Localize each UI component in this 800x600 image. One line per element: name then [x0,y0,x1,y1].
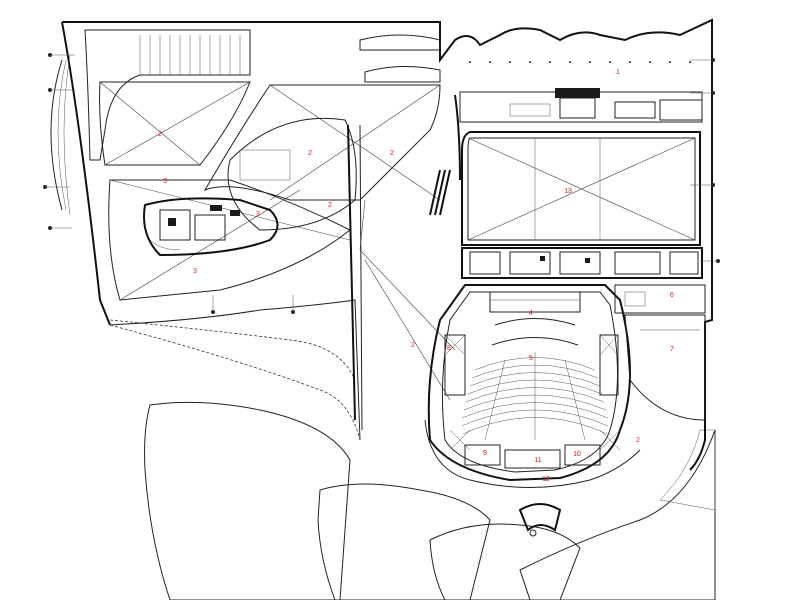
room-label: 2 [158,131,162,138]
right-rooms [614,284,706,421]
upper-foyer [99,81,456,431]
room-label: 10 [573,451,581,458]
room-label: 13 [564,188,572,195]
room-label: 12 [542,476,550,483]
room-label: 7 [670,346,674,353]
room-label: 6 [670,292,674,299]
roof-shells [144,401,716,600]
room-label: 3 [193,268,197,275]
service-strip [461,247,703,279]
room-label: 2 [328,202,332,209]
room-label: 4 [529,310,533,317]
section-markers [43,53,720,314]
right-upper-block [454,61,703,181]
left-core [108,179,351,301]
room-label: 5 [529,355,533,362]
room-label: 2 [308,150,312,157]
room-label: 2 [636,437,640,444]
outer-envelope [50,18,713,471]
auditorium [424,284,641,488]
room-label: 2 [390,150,394,157]
room-label: 8 [447,345,451,352]
room-label: 3 [163,178,167,185]
room-label: 1 [616,69,620,76]
stage-hall [429,131,701,246]
room-labels: 1 2 2 2 2 2 2 3 3 3 4 5 6 7 8 9 10 11 12… [158,69,674,483]
room-label: 2 [411,342,415,349]
room-label: 3 [256,211,260,218]
room-label: 11 [534,457,541,464]
room-label: 9 [483,450,487,457]
